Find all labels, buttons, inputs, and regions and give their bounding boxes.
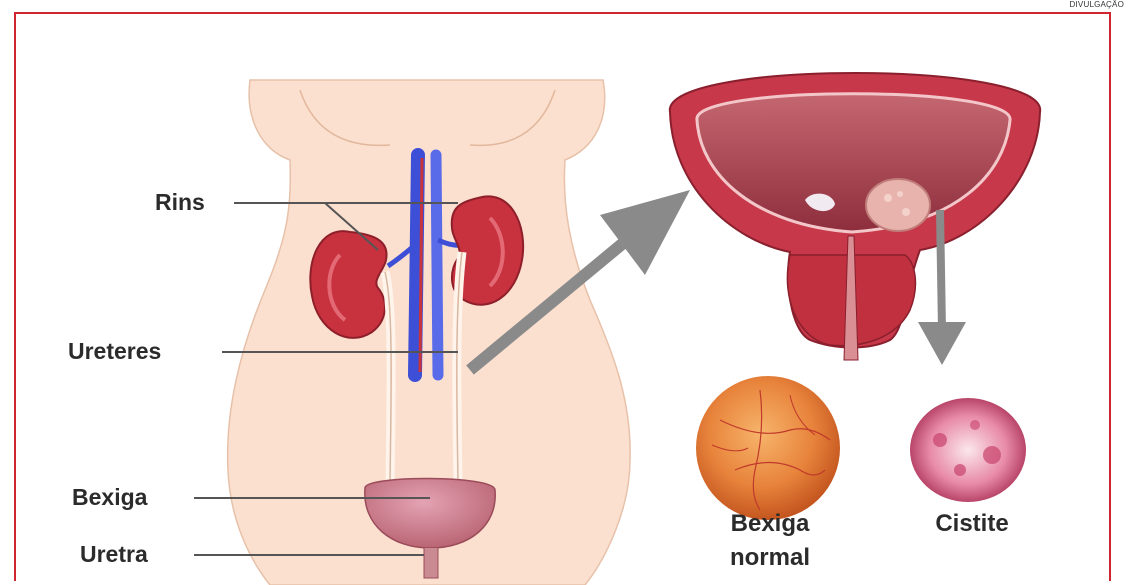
label-bexiga-normal-line1: Bexiga xyxy=(700,507,840,541)
label-bexiga-normal-line2: normal xyxy=(700,541,840,575)
label-rins: Rins xyxy=(155,189,205,216)
label-cistite: Cistite xyxy=(912,507,1032,541)
label-ureteres: Ureteres xyxy=(68,338,161,365)
label-uretra: Uretra xyxy=(80,541,148,568)
cystitis-view xyxy=(910,398,1026,502)
normal-bladder-view xyxy=(696,376,840,520)
bladder-cross-section xyxy=(670,73,1040,360)
label-bexiga: Bexiga xyxy=(72,484,147,511)
label-bexiga-normal: Bexiga normal xyxy=(700,507,840,575)
